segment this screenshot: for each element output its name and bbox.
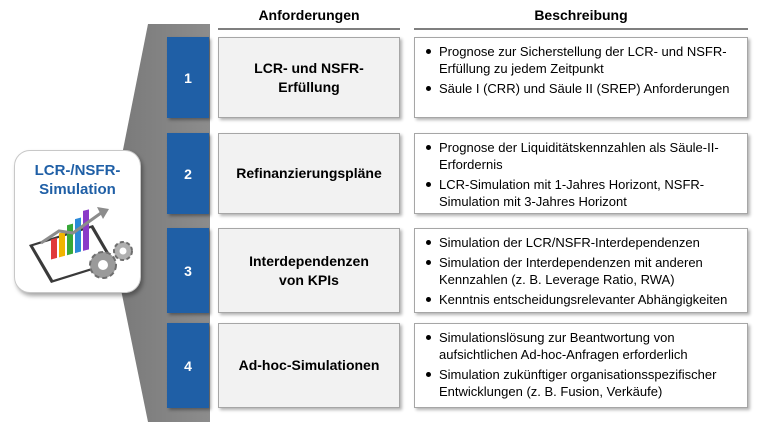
requirement-label-2: Refinanzierungspläne bbox=[236, 165, 382, 181]
description-bullet: Simulation zukünftiger organisationsspez… bbox=[425, 366, 741, 400]
header-divider-description bbox=[414, 28, 748, 30]
row-number-4: 4 bbox=[167, 323, 209, 408]
description-box-2: Prognose der Liquiditätskennzahlen als S… bbox=[414, 133, 748, 214]
description-bullet: Prognose zur Sicherstellung der LCR- und… bbox=[425, 43, 741, 77]
description-bullet: LCR-Simulation mit 1-Jahres Horizont, NS… bbox=[425, 176, 741, 210]
header-divider-requirements bbox=[218, 28, 400, 30]
header-requirements: Anforderungen bbox=[258, 7, 360, 23]
simulation-title-line2: Simulation bbox=[39, 181, 116, 198]
description-box-3: Simulation der LCR/NSFR-Interdependenzen… bbox=[414, 228, 748, 313]
requirement-label-4: Ad-hoc-Simulationen bbox=[238, 357, 380, 373]
description-bullet: Prognose der Liquiditätskennzahlen als S… bbox=[425, 139, 741, 173]
requirement-box-3: Interdependenzen von KPIs bbox=[218, 228, 400, 313]
gears-icon bbox=[89, 241, 133, 279]
row-number-3: 3 bbox=[167, 228, 209, 313]
row-number-2: 2 bbox=[167, 133, 209, 214]
requirement-box-4: Ad-hoc-Simulationen bbox=[218, 323, 400, 408]
description-bullet: Simulation der LCR/NSFR-Interdependenzen bbox=[425, 234, 741, 251]
description-box-4: Simulationslösung zur Beantwortung von a… bbox=[414, 323, 748, 408]
requirement-label-1b: Erfüllung bbox=[278, 78, 340, 95]
requirement-label-3b: von KPIs bbox=[279, 271, 339, 288]
requirement-box-2: Refinanzierungspläne bbox=[218, 133, 400, 214]
requirement-label-1a: LCR- und NSFR- bbox=[254, 59, 364, 76]
description-box-1: Prognose zur Sicherstellung der LCR- und… bbox=[414, 37, 748, 118]
requirement-label-3a: Interdependenzen bbox=[249, 252, 369, 269]
description-bullet: Säule I (CRR) und Säule II (SREP) Anford… bbox=[425, 80, 741, 97]
trend-arrow-icon bbox=[40, 207, 109, 245]
bar-chart-icon bbox=[51, 209, 89, 260]
requirement-box-1: LCR- und NSFR- Erfüllung bbox=[218, 37, 400, 118]
simulation-card: LCR-/NSFR- Simulation bbox=[14, 150, 141, 293]
header-description: Beschreibung bbox=[534, 7, 628, 23]
description-bullet: Simulation der Interdependenzen mit ande… bbox=[425, 254, 741, 288]
simulation-title: LCR-/NSFR- Simulation bbox=[15, 161, 140, 199]
description-bullet: Kenntnis entscheidungsrelevanter Abhängi… bbox=[425, 291, 741, 308]
chart-gears-icon bbox=[29, 207, 133, 283]
description-bullet: Simulationslösung zur Beantwortung von a… bbox=[425, 329, 741, 363]
row-number-1: 1 bbox=[167, 37, 209, 118]
simulation-title-line1: LCR-/NSFR- bbox=[34, 162, 121, 179]
